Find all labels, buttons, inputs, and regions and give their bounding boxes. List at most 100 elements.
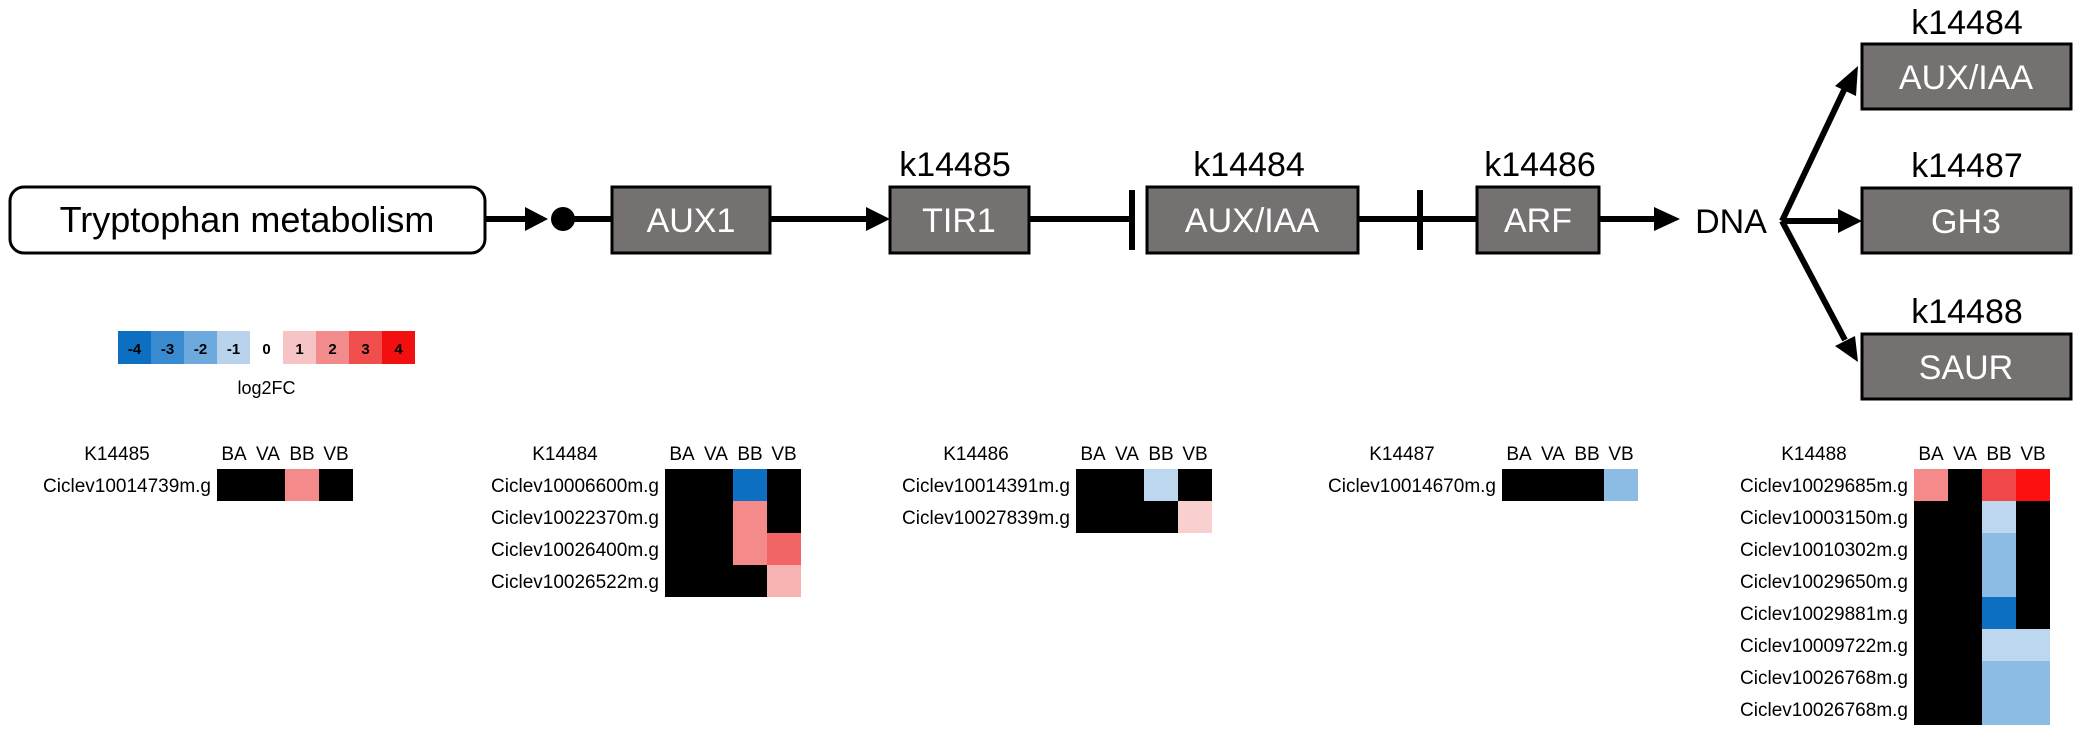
- legend-step-label: 3: [361, 341, 369, 358]
- heatmap-gene-label: Ciclev10014670m.g: [1328, 476, 1496, 497]
- legend-swatch: [217, 331, 250, 364]
- heatmap-group-id: K14488: [1781, 444, 1847, 465]
- heatmap-cell: [1982, 597, 2016, 629]
- heatmap-cell: [1982, 501, 2016, 533]
- legend-step-label: 1: [295, 341, 303, 358]
- heatmap-cell: [1948, 661, 1982, 693]
- arrowhead-auxiaa2: [1835, 66, 1858, 96]
- heatmap-column-label: VB: [1182, 444, 1207, 465]
- heatmap-column-label: BA: [1918, 444, 1944, 465]
- box-arf: k14486 ARF: [1475, 146, 1601, 255]
- heatmap-cell: [1982, 661, 2016, 693]
- heatmap-cell: [1536, 469, 1570, 501]
- heatmap-cell: [1948, 469, 1982, 501]
- heatmap-gene-label: Ciclev10014739m.g: [43, 476, 211, 497]
- heatmap-gene-label: Ciclev10022370m.g: [491, 508, 659, 529]
- heatmap-cell: [733, 469, 767, 501]
- heatmap-gene-label: Ciclev10026522m.g: [491, 572, 659, 593]
- heatmap-cell: [665, 565, 699, 597]
- legend-title: log2FC: [237, 378, 295, 398]
- heatmap-column-label: BB: [1574, 444, 1599, 465]
- heatmap-cell: [665, 501, 699, 533]
- box-auxiaa-kegg: k14484: [1193, 146, 1305, 184]
- box-saur: k14488 SAUR: [1860, 293, 2073, 401]
- heatmap-cell: [1914, 565, 1948, 597]
- heatmap-gene-label: Ciclev10027839m.g: [902, 508, 1070, 529]
- arrowhead-dna: [1654, 207, 1680, 231]
- heatmap-cell: [1982, 629, 2016, 661]
- legend-step-label: -1: [227, 341, 240, 358]
- heatmap-cell: [2016, 501, 2050, 533]
- arrowhead-tir1: [866, 207, 890, 231]
- heatmap-cell: [699, 469, 733, 501]
- heatmap-cell: [1948, 629, 1982, 661]
- heatmap-cell: [2016, 469, 2050, 501]
- heatmap-column-label: BA: [1506, 444, 1532, 465]
- heatmap-gene-label: Ciclev10010302m.g: [1740, 540, 1908, 561]
- heatmap-group-id: K14487: [1369, 444, 1435, 465]
- heatmap-column-label: VB: [323, 444, 348, 465]
- pathway-connectors: [485, 66, 1862, 362]
- heatmap-cell: [1570, 469, 1604, 501]
- legend-step-label: 2: [328, 341, 336, 358]
- legend-step-label: 4: [394, 341, 403, 358]
- heatmap-column-label: BB: [289, 444, 314, 465]
- heatmap-cell: [1110, 469, 1144, 501]
- heatmap-cell: [319, 469, 353, 501]
- heatmap-cell: [2016, 533, 2050, 565]
- heatmap-column-label: BB: [1148, 444, 1173, 465]
- heatmap-cell: [2016, 629, 2050, 661]
- heatmap-cell: [767, 469, 801, 501]
- heatmap-cell: [767, 501, 801, 533]
- box-tir1: k14485 TIR1: [888, 146, 1031, 255]
- heatmap-cell: [1178, 469, 1212, 501]
- heatmap-gene-label: Ciclev10026400m.g: [491, 540, 659, 561]
- heatmap-cell: [1982, 693, 2016, 725]
- heatmap-gene-label: Ciclev10006600m.g: [491, 476, 659, 497]
- heatmap-column-label: VA: [1541, 444, 1565, 465]
- heatmap-cell: [2016, 661, 2050, 693]
- box-saur-kegg: k14488: [1911, 293, 2023, 331]
- box-arf-kegg: k14486: [1484, 146, 1596, 184]
- heatmap-cell: [1144, 469, 1178, 501]
- heatmap-cell: [1914, 693, 1948, 725]
- heatmap-cell: [1914, 661, 1948, 693]
- heatmap-gene-label: Ciclev10029650m.g: [1740, 572, 1908, 593]
- heatmap-gene-label: Ciclev10009722m.g: [1740, 636, 1908, 657]
- legend-swatch: [184, 331, 217, 364]
- legend-swatch: [382, 331, 415, 364]
- heatmap-column-label: VA: [1953, 444, 1977, 465]
- heatmap-cell: [1502, 469, 1536, 501]
- box-auxiaa2-kegg: k14484: [1911, 4, 2023, 42]
- heatmap-cell: [2016, 597, 2050, 629]
- heatmap-column-label: VA: [1115, 444, 1139, 465]
- heatmap-cell: [1914, 501, 1948, 533]
- heatmap-column-label: VB: [2020, 444, 2045, 465]
- heatmap-cell: [1604, 469, 1638, 501]
- heatmap-column-label: VB: [1608, 444, 1633, 465]
- heatmap-cell: [1948, 533, 1982, 565]
- legend-swatch: [316, 331, 349, 364]
- heatmap-k14487: K14487 BA VA BB VB Ciclev10014670m.g: [1328, 444, 1638, 501]
- heatmap-cell: [217, 469, 251, 501]
- heatmap-cell: [2016, 565, 2050, 597]
- heatmap-cell: [1982, 565, 2016, 597]
- heatmap-cell: [285, 469, 319, 501]
- dna-label: DNA: [1695, 203, 1767, 241]
- heatmap-gene-label: Ciclev10003150m.g: [1740, 508, 1908, 529]
- heatmap-cell: [699, 565, 733, 597]
- heatmap-cell: [767, 565, 801, 597]
- legend-step-label: -3: [161, 341, 174, 358]
- arrowhead-saur: [1835, 336, 1858, 362]
- heatmap-column-label: VB: [771, 444, 796, 465]
- heatmap-cell: [1948, 597, 1982, 629]
- legend-swatch: [151, 331, 184, 364]
- heatmap-group-id: K14484: [532, 444, 598, 465]
- heatmap-cell: [1914, 533, 1948, 565]
